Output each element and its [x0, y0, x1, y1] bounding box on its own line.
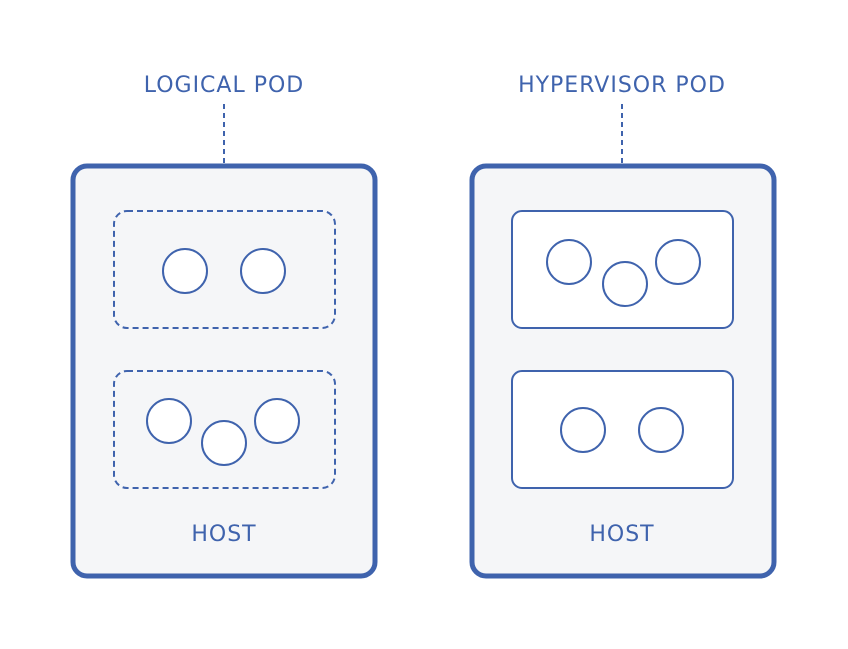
- hypervisor-pod-bottom: [511, 370, 734, 489]
- container-circle: [638, 407, 684, 453]
- container-circle: [602, 261, 648, 307]
- container-circle: [560, 407, 606, 453]
- hypervisor-pod-title: HYPERVISOR POD: [518, 73, 726, 98]
- container-circle: [546, 239, 592, 285]
- container-circle: [254, 398, 300, 444]
- container-circle: [240, 248, 286, 294]
- logical-pod-bottom: [113, 370, 336, 489]
- host-box-left: [70, 163, 378, 579]
- container-circle: [162, 248, 208, 294]
- hypervisor-pod-group: HYPERVISOR POD HOST: [469, 73, 777, 579]
- container-circle: [201, 420, 247, 466]
- logical-pod-top: [113, 210, 336, 329]
- logical-pod-title: LOGICAL POD: [144, 73, 305, 98]
- container-circle: [146, 398, 192, 444]
- host-label-right: HOST: [589, 522, 654, 547]
- host-label-left: HOST: [191, 522, 256, 547]
- logical-pod-group: LOGICAL POD HOST: [70, 73, 378, 579]
- container-circle: [655, 239, 701, 285]
